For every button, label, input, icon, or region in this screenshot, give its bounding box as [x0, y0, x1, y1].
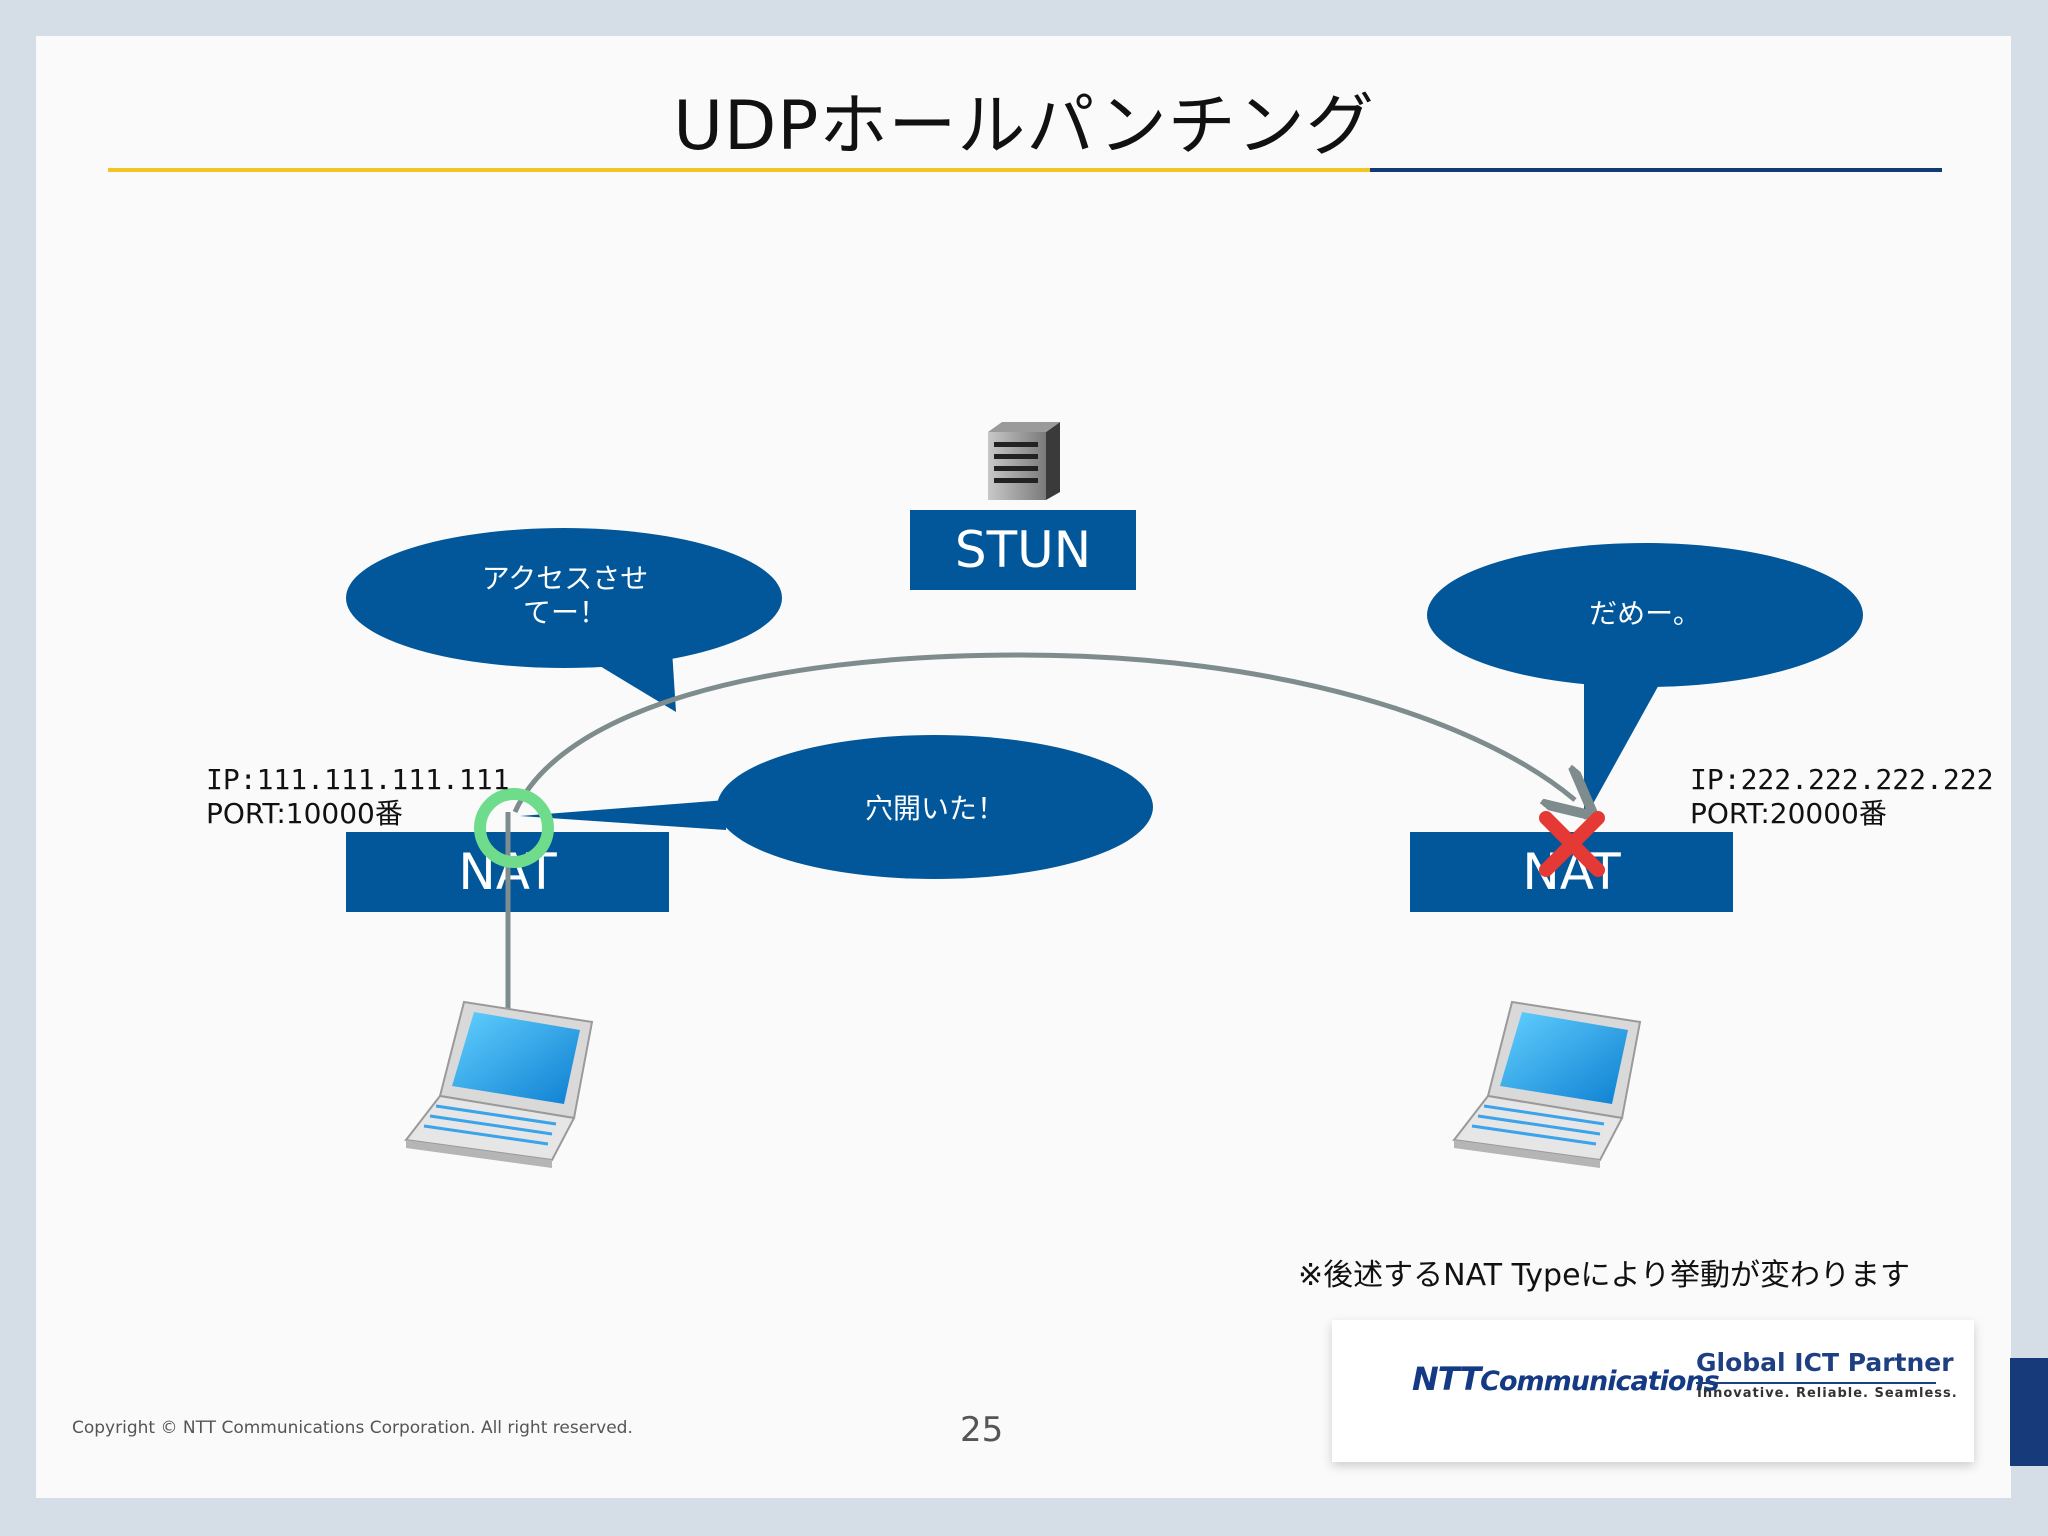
nat-right-box: NAT — [1410, 832, 1733, 912]
nat-type-note: ※後述するNAT Typeにより挙動が変わります — [1298, 1258, 1910, 1293]
speech-bubble-denied — [1427, 543, 1863, 820]
right-ip-label: IP:222.222.222.222 — [1690, 763, 1994, 796]
server-icon — [988, 422, 1060, 500]
logo-tagline: Innovative. Reliable. Seamless. — [1697, 1386, 1958, 1401]
right-edge-tab — [2010, 1358, 2048, 1466]
slide-title: UDPホールパンチング — [673, 87, 1375, 166]
laptop-left-icon — [404, 1000, 594, 1168]
logo-underline — [1696, 1382, 1936, 1384]
bubble-hole-text: 穴開いた！ — [864, 792, 1005, 825]
bubble-access-line1: アクセスさせ — [481, 562, 649, 595]
left-port-label: PORT:10000番 — [206, 797, 403, 830]
ntt-logo-communications: Communications — [1480, 1366, 1720, 1397]
right-port-label: PORT:20000番 — [1690, 797, 1887, 830]
ntt-logo-text: NTTCommunications — [1412, 1360, 1720, 1398]
laptop-right-icon — [1452, 1000, 1642, 1168]
nat-left-box: NAT — [346, 832, 669, 912]
title-rule-navy — [1370, 168, 1942, 172]
bubble-denied-text: だめー。 — [1589, 597, 1701, 630]
bubble-access-line2: てー！ — [522, 596, 607, 629]
title-rule-yellow — [108, 168, 1370, 172]
global-ict-partner-text: Global ICT Partner — [1696, 1348, 1954, 1377]
connection-arc — [512, 652, 1575, 812]
ntt-logo-card: NTTCommunications Global ICT Partner Inn… — [1332, 1320, 1974, 1462]
bubble-access-text: アクセスさせ てー！ — [440, 562, 690, 630]
speech-bubble-access — [346, 528, 782, 712]
stun-server-box: STUN — [910, 510, 1136, 590]
left-ip-label: IP:111.111.111.111 — [206, 763, 510, 796]
speech-bubble-hole — [520, 735, 1153, 879]
page-number: 25 — [960, 1410, 1004, 1450]
ntt-logo-mark: NTT — [1412, 1360, 1481, 1398]
copyright-text: Copyright © NTT Communications Corporati… — [72, 1418, 633, 1438]
